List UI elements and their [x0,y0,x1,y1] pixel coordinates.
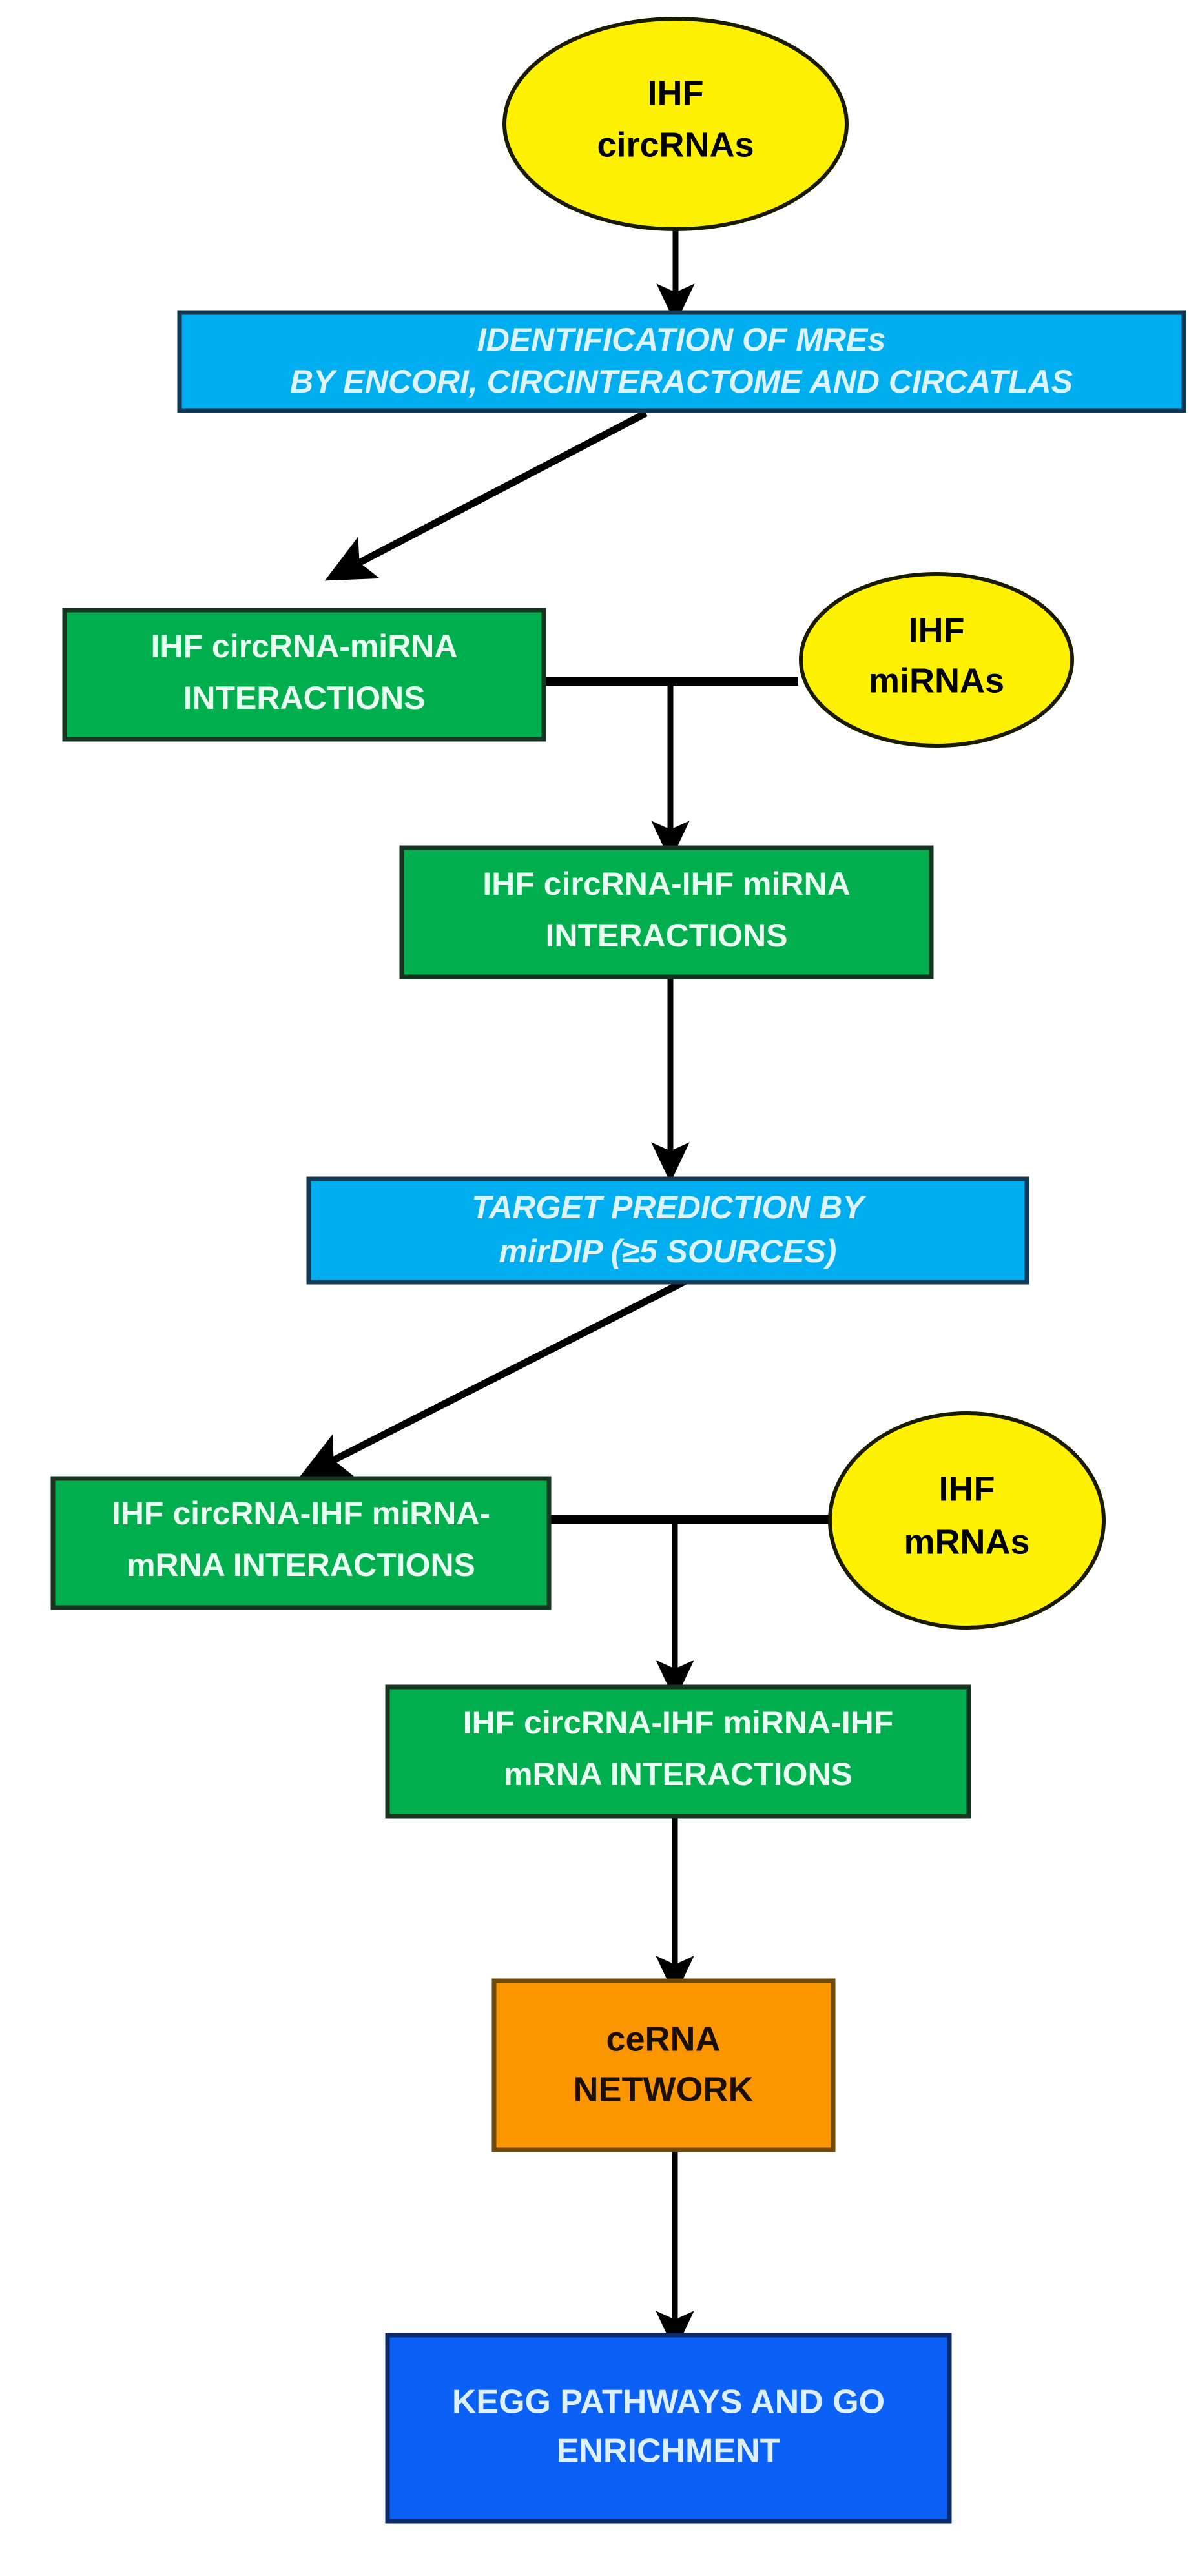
node-circrna-ihf-mirna-interactions-line2: INTERACTIONS [546,917,788,954]
node-ihf-mirnas[interactable]: IHF miRNAs [799,572,1074,748]
node-ihf-mrnas-line1: IHF [939,1469,995,1508]
node-circrna-mirna-mrna-interactions-line1: IHF circRNA-IHF miRNA- [112,1495,490,1531]
node-cerna-network-line1: ceRNA [606,2019,720,2058]
node-circrna-ihf-mirna-interactions[interactable]: IHF circRNA-IHF miRNA INTERACTIONS [399,845,934,979]
edge-mirnas-tee-connector [541,677,798,862]
node-ihf-circrnas-line2: circRNAs [597,125,754,164]
node-ihf-mrnas-line2: mRNAs [904,1522,1029,1561]
node-cerna-network[interactable]: ceRNA NETWORK [491,1978,836,2152]
node-full-interactions-line1: IHF circRNA-IHF miRNA-IHF [463,1704,894,1741]
node-target-prediction-line1: TARGET PREDICTION BY [471,1189,867,1225]
node-kegg-go-enrichment-line1: KEGG PATHWAYS AND GO [452,2384,885,2421]
node-circrna-mirna-mrna-interactions-line2: mRNA INTERACTIONS [127,1547,475,1583]
node-circrna-mirna-mrna-interactions[interactable]: IHF circRNA-IHF miRNA- mRNA INTERACTIONS [50,1476,552,1610]
edge-target-prediction-to-circrna-mirna-mrna [298,1278,687,1478]
node-circrna-mirna-interactions[interactable]: IHF circRNA-miRNA INTERACTIONS [62,608,546,742]
edge-mrnas-tee-connector [546,1515,833,1701]
node-kegg-go-enrichment[interactable]: KEGG PATHWAYS AND GO ENRICHMENT [385,2333,952,2524]
edge-identification-to-circrna-mirna [324,410,648,581]
node-circrna-mirna-interactions-line2: INTERACTIONS [183,680,426,716]
node-identification-mres[interactable]: IDENTIFICATION OF MREs BY ENCORI, CIRCIN… [177,310,1186,413]
node-cerna-network-line2: NETWORK [574,2070,754,2109]
node-ihf-circrnas[interactable]: IHF circRNAs [502,17,849,231]
node-ihf-mirnas-line1: IHF [909,611,965,649]
node-identification-mres-line1: IDENTIFICATION OF MREs [477,322,885,358]
node-ihf-mirnas-line2: miRNAs [869,661,1004,700]
node-ihf-circrnas-line1: IHF [648,74,704,112]
node-circrna-ihf-mirna-interactions-line1: IHF circRNA-IHF miRNA [482,866,850,902]
node-target-prediction-line2: mirDIP (≥5 SOURCES) [499,1233,837,1269]
node-circrna-mirna-interactions-line1: IHF circRNA-miRNA [150,628,457,664]
node-target-prediction[interactable]: TARGET PREDICTION BY mirDIP (≥5 SOURCES) [306,1176,1029,1285]
node-kegg-go-enrichment-line2: ENRICHMENT [557,2433,781,2470]
node-full-interactions[interactable]: IHF circRNA-IHF miRNA-IHF mRNA INTERACTI… [385,1684,971,1819]
node-ihf-mrnas[interactable]: IHF mRNAs [828,1411,1106,1630]
node-full-interactions-line2: mRNA INTERACTIONS [504,1756,853,1792]
node-identification-mres-line2: BY ENCORI, CIRCINTERACTOME AND CIRCATLAS [290,363,1073,400]
